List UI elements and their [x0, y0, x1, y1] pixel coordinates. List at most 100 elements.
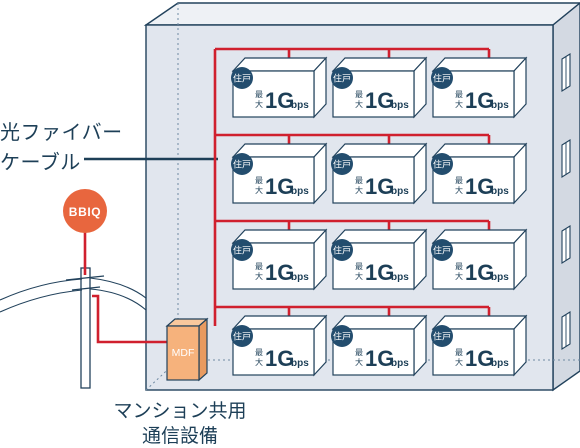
unit-tag-label: 住戸	[333, 331, 351, 343]
unit-speed-unit: bps	[291, 358, 309, 369]
unit-speed-prefix-1: 最	[255, 262, 263, 271]
aerial-wire-left2	[0, 289, 83, 313]
unit-speed-value: 1G	[465, 174, 494, 199]
unit-speed-prefix-2: 大	[255, 357, 263, 367]
unit-tag-label: 住戸	[333, 73, 351, 85]
unit-speed-value: 1G	[265, 260, 294, 285]
unit-speed-value: 1G	[265, 346, 294, 371]
aerial-wire-right	[89, 277, 147, 299]
unit-tag-circle	[331, 239, 353, 261]
unit-speed-prefix-2: 大	[455, 271, 463, 281]
unit-tag-circle	[331, 67, 353, 89]
aerial-wire-right2	[89, 288, 147, 311]
unit-speed-value: 1G	[465, 260, 494, 285]
mdf-box-label: MDF	[172, 347, 195, 359]
unit-speed-prefix-2: 大	[355, 271, 363, 281]
pole-crossarm	[65, 275, 105, 281]
unit-speed-value: 1G	[365, 174, 394, 199]
provider-badge-circle	[63, 189, 107, 233]
mdf-box-side	[198, 317, 208, 382]
unit-speed-unit: bps	[491, 100, 509, 111]
unit-speed-prefix-2: 大	[455, 357, 463, 367]
side-windows	[561, 53, 571, 350]
unit-speed-prefix-1: 最	[455, 348, 463, 357]
unit-speed-value: 1G	[265, 174, 294, 199]
unit-tag-circle	[231, 239, 253, 261]
unit-tag-label: 住戸	[233, 331, 251, 343]
unit-speed-prefix-1: 最	[355, 262, 363, 271]
unit-speed-prefix-1: 最	[355, 176, 363, 185]
pole-shaft	[80, 267, 91, 389]
unit-speed-prefix-1: 最	[355, 348, 363, 357]
unit-speed-prefix-1: 最	[255, 176, 263, 185]
unit-speed-unit: bps	[391, 100, 409, 111]
utility-pole	[0, 267, 147, 389]
unit-speed-value: 1G	[465, 346, 494, 371]
unit-speed-unit: bps	[291, 272, 309, 283]
unit-speed-prefix-2: 大	[355, 357, 363, 367]
fiber-cable-label-line2: ケーブル	[0, 150, 81, 174]
unit-speed-prefix-2: 大	[355, 99, 363, 109]
unit-speed-unit: bps	[391, 358, 409, 369]
unit-tag-circle	[431, 239, 453, 261]
unit-speed-prefix-1: 最	[355, 90, 363, 99]
unit-speed-unit: bps	[291, 186, 309, 197]
unit-speed-unit: bps	[391, 186, 409, 197]
unit-tag-label: 住戸	[333, 245, 351, 257]
unit-speed-unit: bps	[491, 272, 509, 283]
unit-tag-label: 住戸	[233, 73, 251, 85]
unit-tag-label: 住戸	[233, 245, 251, 257]
aerial-wire-left	[0, 278, 83, 301]
unit-tag-label: 住戸	[333, 159, 351, 171]
unit-speed-prefix-2: 大	[255, 271, 263, 281]
unit-tag-circle	[431, 325, 453, 347]
unit-tag-circle	[331, 325, 353, 347]
unit-speed-unit: bps	[291, 100, 309, 111]
provider-badge-label: BBIQ	[69, 205, 101, 219]
unit-speed-prefix-1: 最	[455, 90, 463, 99]
unit-speed-prefix-1: 最	[455, 176, 463, 185]
building-top	[143, 2, 580, 26]
unit-tag-circle	[431, 67, 453, 89]
unit-speed-unit: bps	[491, 186, 509, 197]
fiber-cable-label-line1: 光ファイバー	[0, 120, 123, 144]
shared-equipment-label-line2: 通信設備	[141, 425, 218, 447]
pole-crossarm-lower	[71, 286, 101, 291]
unit-speed-value: 1G	[365, 88, 394, 113]
pole-to-mdf-line	[92, 294, 170, 344]
incoming-fiber	[83, 232, 170, 344]
unit-speed-prefix-1: 最	[255, 90, 263, 99]
unit-tag-label: 住戸	[433, 73, 451, 85]
unit-speed-prefix-1: 最	[255, 348, 263, 357]
unit-speed-prefix-2: 大	[355, 185, 363, 195]
unit-tag-label: 住戸	[433, 159, 451, 171]
unit-speed-prefix-2: 大	[455, 99, 463, 109]
unit-tag-label: 住戸	[433, 331, 451, 343]
unit-speed-prefix-1: 最	[455, 262, 463, 271]
shared-equipment-label-line1: マンション共用	[113, 400, 247, 422]
unit-tag-circle	[331, 153, 353, 175]
unit-speed-prefix-2: 大	[455, 185, 463, 195]
unit-speed-value: 1G	[365, 346, 394, 371]
unit-speed-unit: bps	[491, 358, 509, 369]
unit-tag-circle	[231, 67, 253, 89]
unit-tag-label: 住戸	[233, 159, 251, 171]
mdf-box-front	[166, 325, 200, 381]
unit-speed-unit: bps	[391, 272, 409, 283]
mdf-box: MDF	[165, 317, 209, 382]
unit-tag-circle	[231, 153, 253, 175]
